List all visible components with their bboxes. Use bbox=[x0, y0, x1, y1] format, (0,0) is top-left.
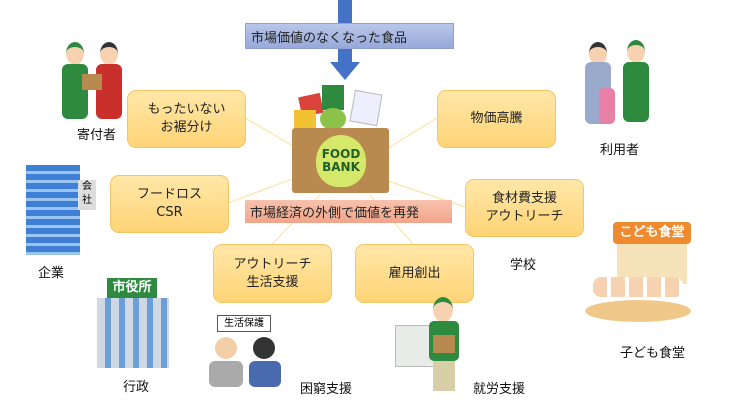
company-sign: 会社 bbox=[78, 180, 96, 210]
bottom-label: 市場経済の外側で価値を再発 bbox=[245, 200, 452, 223]
box-outreach-support: アウトリーチ 生活支援 bbox=[213, 244, 332, 303]
top-label: 市場価値のなくなった食品 bbox=[245, 23, 454, 49]
company-building-icon: 会社 bbox=[26, 165, 96, 255]
kids-cafeteria-sign: こども食堂 bbox=[613, 222, 691, 244]
food-bank-text-2: BANK bbox=[322, 160, 360, 174]
user-illustration bbox=[585, 38, 655, 130]
label-donor: 寄付者 bbox=[77, 128, 117, 143]
kids-cafeteria-illustration: こども食堂 bbox=[585, 222, 695, 327]
box-price-rise: 物価高騰 bbox=[437, 90, 556, 148]
label-poverty-support: 困窮支援 bbox=[300, 382, 353, 397]
box-foodloss-csr: フードロス CSR bbox=[110, 175, 229, 233]
donor-illustration bbox=[60, 40, 130, 122]
label-company: 企業 bbox=[38, 266, 65, 281]
worker-truck-illustration bbox=[395, 295, 475, 395]
label-government: 行政 bbox=[123, 380, 150, 395]
welfare-sign: 生活保護 bbox=[217, 315, 271, 332]
box-food-cost-support: 食材費支援 アウトリーチ bbox=[465, 179, 584, 237]
city-hall-sign: 市役所 bbox=[107, 278, 157, 298]
food-bank-illustration: FOOD BANK bbox=[292, 80, 389, 193]
food-bank-text-1: FOOD bbox=[321, 147, 361, 161]
label-school: 学校 bbox=[510, 258, 537, 273]
welfare-illustration: 生活保護 bbox=[205, 315, 285, 393]
label-kids-cafeteria: 子ども食堂 bbox=[620, 346, 686, 361]
label-user: 利用者 bbox=[600, 143, 640, 158]
city-hall-illustration: 市役所 bbox=[95, 278, 175, 370]
label-employment-support: 就労支援 bbox=[473, 382, 526, 397]
box-employment: 雇用創出 bbox=[355, 244, 474, 303]
box-mottainai: もったいない お裾分け bbox=[127, 90, 246, 148]
